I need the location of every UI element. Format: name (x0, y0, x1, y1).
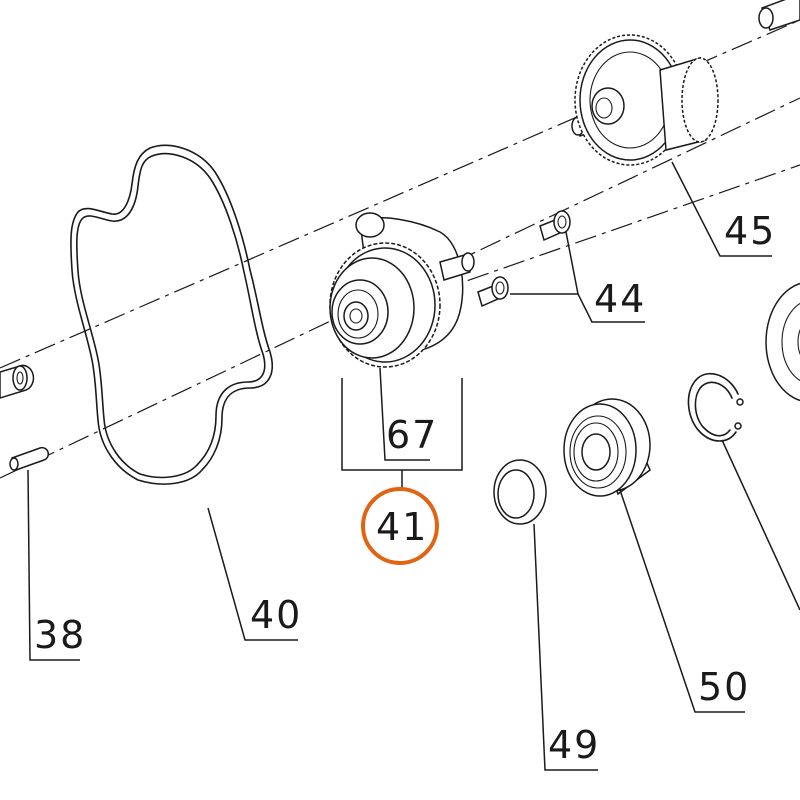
callout-49: 49 (548, 723, 600, 767)
callout-67: 67 (386, 413, 438, 457)
shaft-end-left (0, 364, 35, 399)
callout-38: 38 (34, 613, 86, 657)
callout-40: 40 (250, 593, 302, 637)
callout-41: 41 (376, 505, 428, 549)
part-38-pin[interactable] (9, 446, 50, 471)
part-45-gear-shaft[interactable] (571, 0, 800, 166)
callout-50: 50 (698, 665, 750, 709)
callout-labels: 38 40 67 41 44 45 49 50 (34, 209, 776, 767)
part-44-screws[interactable] (477, 210, 571, 308)
leader-50 (619, 489, 745, 713)
screw-upper[interactable] (539, 210, 571, 242)
leader-45 (671, 161, 772, 257)
leader-44 (565, 231, 645, 323)
highlight-circle-41 (361, 487, 439, 565)
leader-67 (379, 367, 430, 461)
leader-ring (721, 439, 800, 611)
callout-45: 45 (724, 209, 776, 253)
leader-40 (207, 507, 298, 641)
part-41-gear-assembly[interactable] (329, 212, 475, 368)
leader-lines (27, 161, 800, 771)
part-50-bearing[interactable] (563, 398, 651, 497)
leader-49 (533, 523, 598, 771)
callout-44: 44 (594, 277, 646, 321)
axis-line-lower (0, 97, 800, 479)
part-40-gasket[interactable] (70, 144, 274, 485)
part-49-washer[interactable] (493, 459, 547, 525)
leader-38 (27, 469, 80, 661)
retaining-ring[interactable] (687, 372, 744, 442)
housing-partial-right (765, 282, 800, 402)
screw-lower[interactable] (477, 276, 509, 308)
